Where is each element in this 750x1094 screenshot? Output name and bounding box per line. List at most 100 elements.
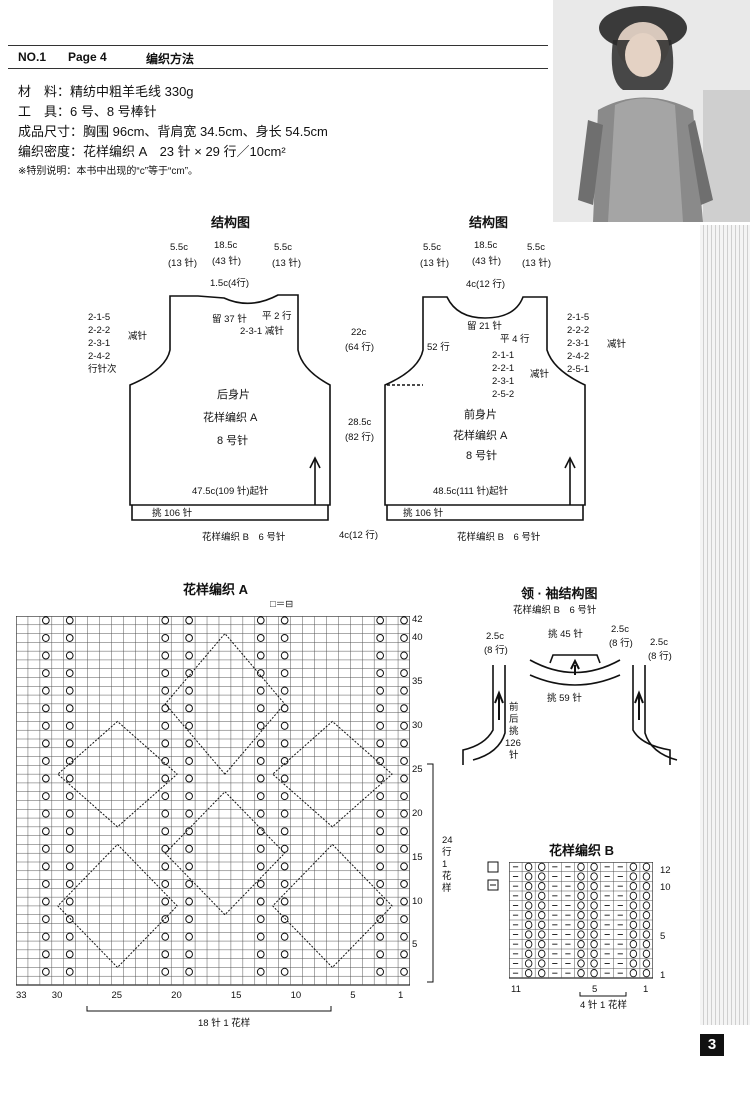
twist-stitch-symbol xyxy=(65,844,74,853)
twist-stitch-symbol xyxy=(642,872,651,881)
twist-stitch-symbol xyxy=(400,774,408,783)
twist-stitch-symbol xyxy=(42,633,50,642)
neckband-pick45: 挑 45 针 xyxy=(548,629,583,640)
twist-stitch-symbol xyxy=(280,950,289,959)
front-top-left-rows: (13 针) xyxy=(420,258,450,269)
back-rib: 花样编织 B 6 号针 xyxy=(202,532,286,543)
twist-stitch-symbol xyxy=(538,901,546,910)
front-pick: 挑 106 针 xyxy=(403,508,444,519)
back-arm-5: 行针次 xyxy=(88,364,117,375)
twist-stitch-symbol xyxy=(538,920,546,929)
twist-stitch-symbol xyxy=(256,827,265,836)
front-top-mid-rows: (43 针) xyxy=(472,256,502,267)
front-neck-4: 2-5-2 xyxy=(492,389,515,400)
twist-stitch-symbol xyxy=(629,930,638,939)
back-pattern: 花样编织 A xyxy=(203,412,258,424)
twist-stitch-symbol xyxy=(256,879,265,888)
twist-stitch-symbol xyxy=(400,633,408,642)
twist-stitch-symbol xyxy=(161,669,170,678)
twist-stitch-symbol xyxy=(590,872,598,881)
twist-stitch-symbol xyxy=(256,686,265,695)
twist-stitch-symbol xyxy=(42,704,50,713)
twist-stitch-symbol xyxy=(376,862,384,871)
twist-stitch-symbol xyxy=(590,911,598,920)
twist-stitch-symbol xyxy=(65,669,74,678)
twist-stitch-symbol xyxy=(65,932,74,941)
twist-stitch-symbol xyxy=(629,882,638,891)
chartA-col-label: 1 xyxy=(398,990,404,1001)
chartA-row-label: 25 xyxy=(412,763,423,775)
lace-diamond-outline xyxy=(271,720,393,828)
twist-stitch-symbol xyxy=(185,879,193,888)
neckband-right: 2.5c xyxy=(650,637,668,648)
twist-stitch-symbol xyxy=(256,967,265,976)
twist-stitch-symbol xyxy=(280,651,289,660)
chartB-col-5: 5 xyxy=(592,984,598,995)
front-cast-on: 48.5c(111 针)起针 xyxy=(433,486,509,497)
twist-stitch-symbol xyxy=(642,930,651,939)
twist-stitch-symbol xyxy=(65,721,74,730)
twist-stitch-symbol xyxy=(629,891,638,900)
twist-stitch-symbol xyxy=(376,633,384,642)
front-top-mid: 18.5c xyxy=(474,240,498,251)
front-top-right-rows: (13 针) xyxy=(522,258,552,269)
twist-stitch-symbol xyxy=(376,967,384,976)
chartA-col-label: 33 xyxy=(15,990,27,1001)
twist-stitch-symbol xyxy=(577,920,585,929)
twist-stitch-symbol xyxy=(400,967,408,976)
spec-size: 成品尺寸：胸围 96cm、背肩宽 34.5cm、身长 54.5cm xyxy=(18,124,328,139)
twist-stitch-symbol xyxy=(185,950,193,959)
back-arm-4: 2-4-2 xyxy=(88,351,111,362)
neckband-side-4: 126 xyxy=(505,738,521,749)
twist-stitch-symbol xyxy=(577,872,585,881)
twist-stitch-symbol xyxy=(185,704,193,713)
twist-stitch-symbol xyxy=(185,967,193,976)
twist-stitch-symbol xyxy=(376,721,384,730)
chartA-legend: □＝⊟ xyxy=(270,599,294,610)
chartA-repeat-row-text: 行 xyxy=(442,847,452,858)
twist-stitch-symbol xyxy=(629,959,638,968)
twist-stitch-symbol xyxy=(642,920,651,929)
back-arm-3: 2-3-1 xyxy=(88,338,111,349)
twist-stitch-symbol xyxy=(161,827,170,836)
twist-stitch-symbol xyxy=(280,809,289,818)
chartA-col-label: 20 xyxy=(171,990,182,1001)
twist-stitch-symbol xyxy=(256,651,265,660)
twist-stitch-symbol xyxy=(65,686,74,695)
twist-stitch-symbol xyxy=(65,704,74,713)
twist-stitch-symbol xyxy=(256,756,265,765)
twist-stitch-symbol xyxy=(161,879,170,888)
twist-stitch-symbol xyxy=(400,756,408,765)
chartB-row-1: 1 xyxy=(660,970,666,981)
twist-stitch-symbol xyxy=(65,897,74,906)
twist-stitch-symbol xyxy=(161,739,170,748)
twist-stitch-symbol xyxy=(256,915,265,924)
twist-stitch-symbol xyxy=(161,633,170,642)
back-top-mid: 18.5c xyxy=(214,240,238,251)
header-no: NO.1 xyxy=(18,50,47,64)
chartA-col-label: 30 xyxy=(51,990,63,1001)
twist-stitch-symbol xyxy=(42,792,50,801)
twist-stitch-symbol xyxy=(577,901,585,910)
twist-stitch-symbol xyxy=(280,844,289,853)
chartB-legend xyxy=(487,861,499,891)
twist-stitch-symbol xyxy=(256,844,265,853)
twist-stitch-symbol xyxy=(376,844,384,853)
twist-stitch-symbol xyxy=(161,950,170,959)
back-title: 结构图 xyxy=(211,215,251,230)
neckband-title: 领 · 袖结构图 xyxy=(521,586,598,601)
front-arm-1: 2-1-5 xyxy=(567,312,590,323)
front-neck-depth: 4c(12 行) xyxy=(466,279,506,290)
twist-stitch-symbol xyxy=(577,969,585,978)
twist-stitch-symbol xyxy=(376,915,384,924)
twist-stitch-symbol xyxy=(65,651,74,660)
twist-stitch-symbol xyxy=(629,862,638,871)
twist-stitch-symbol xyxy=(161,897,170,906)
neckband-side-3: 挑 xyxy=(509,726,519,737)
twist-stitch-symbol xyxy=(161,721,170,730)
twist-stitch-symbol xyxy=(256,862,265,871)
twist-stitch-symbol xyxy=(161,844,170,853)
twist-stitch-symbol xyxy=(629,901,638,910)
twist-stitch-symbol xyxy=(42,844,50,853)
neckband-mid-rows: (8 行) xyxy=(609,638,633,649)
